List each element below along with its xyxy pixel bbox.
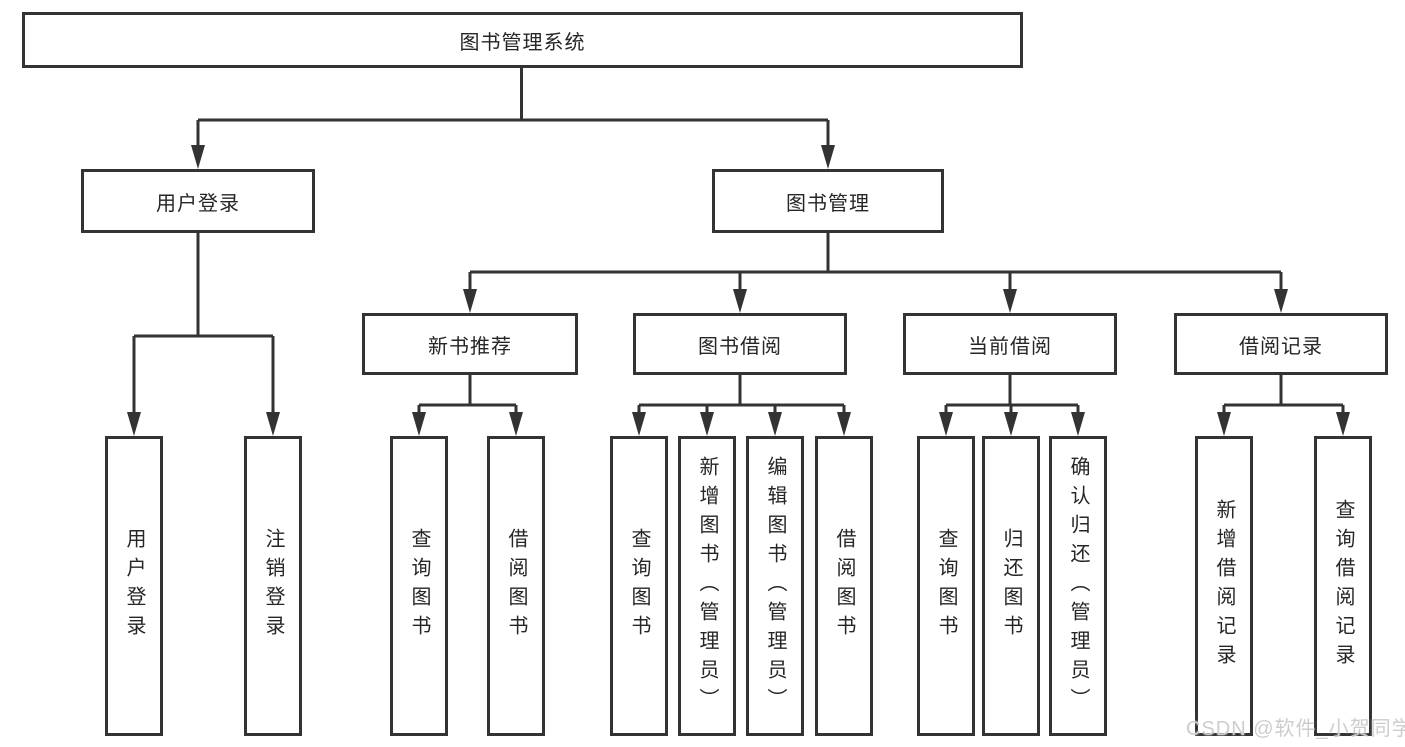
leaf-label: 新增图书（管理员） — [696, 455, 718, 717]
leaf-label: 借阅图书 — [505, 528, 527, 644]
leaf-confirm-return-admin: 确认归还（管理员） — [1049, 436, 1107, 736]
leaf-query-book-current: 查询图书 — [917, 436, 975, 736]
csdn-watermark: CSDN @软件_小贺同学 — [1186, 718, 1405, 740]
node-label: 借阅记录 — [1239, 335, 1323, 358]
node-label: 图书借阅 — [698, 335, 782, 358]
node-new-book-recommend: 新书推荐 — [362, 313, 578, 375]
node-current-borrow: 当前借阅 — [903, 313, 1117, 375]
leaf-add-borrow-record: 新增借阅记录 — [1195, 436, 1253, 736]
node-label: 用户登录 — [156, 192, 240, 215]
leaf-label: 编辑图书（管理员） — [764, 455, 786, 717]
leaf-label: 用户登录 — [123, 528, 145, 644]
leaf-edit-book-admin: 编辑图书（管理员） — [746, 436, 804, 736]
leaf-label: 新增借阅记录 — [1213, 499, 1235, 673]
leaf-borrow-book: 借阅图书 — [815, 436, 873, 736]
leaf-query-book-borrow: 查询图书 — [610, 436, 668, 736]
connector-borrow-records-group — [1222, 375, 1345, 415]
node-book-management: 图书管理 — [712, 169, 944, 233]
node-borrow-records: 借阅记录 — [1174, 313, 1388, 375]
leaf-label: 查询图书 — [628, 528, 650, 644]
node-label: 图书管理 — [786, 192, 870, 215]
leaf-return-book: 归还图书 — [982, 436, 1040, 736]
connector-user-login-to-children — [132, 233, 275, 415]
node-root-library-system: 图书管理系统 — [22, 12, 1023, 68]
node-label: 图书管理系统 — [459, 31, 586, 54]
connector-root-to-level2 — [196, 68, 830, 148]
leaf-label: 借阅图书 — [833, 528, 855, 644]
leaf-query-book-recommend: 查询图书 — [390, 436, 448, 736]
node-label: 当前借阅 — [968, 335, 1052, 358]
arrowheads — [127, 145, 1350, 436]
connector-book-mgmt-to-groups — [468, 233, 1283, 292]
connector-new-book-group — [417, 375, 518, 415]
leaf-label: 查询图书 — [935, 528, 957, 644]
leaf-label: 查询借阅记录 — [1332, 499, 1354, 673]
leaf-user-login: 用户登录 — [105, 436, 163, 736]
node-user-login: 用户登录 — [81, 169, 315, 233]
leaf-label: 查询图书 — [408, 528, 430, 644]
node-book-borrow: 图书借阅 — [633, 313, 847, 375]
leaf-query-borrow-record: 查询借阅记录 — [1314, 436, 1372, 736]
connector-current-borrow-group — [944, 375, 1080, 415]
leaf-label: 注销登录 — [262, 528, 284, 644]
leaf-label: 确认归还（管理员） — [1067, 455, 1089, 717]
node-label: 新书推荐 — [428, 335, 512, 358]
leaf-label: 归还图书 — [1000, 528, 1022, 644]
connector-book-borrow-group — [637, 375, 846, 415]
leaf-logout: 注销登录 — [244, 436, 302, 736]
leaf-add-book-admin: 新增图书（管理员） — [678, 436, 736, 736]
leaf-borrow-book-recommend: 借阅图书 — [487, 436, 545, 736]
